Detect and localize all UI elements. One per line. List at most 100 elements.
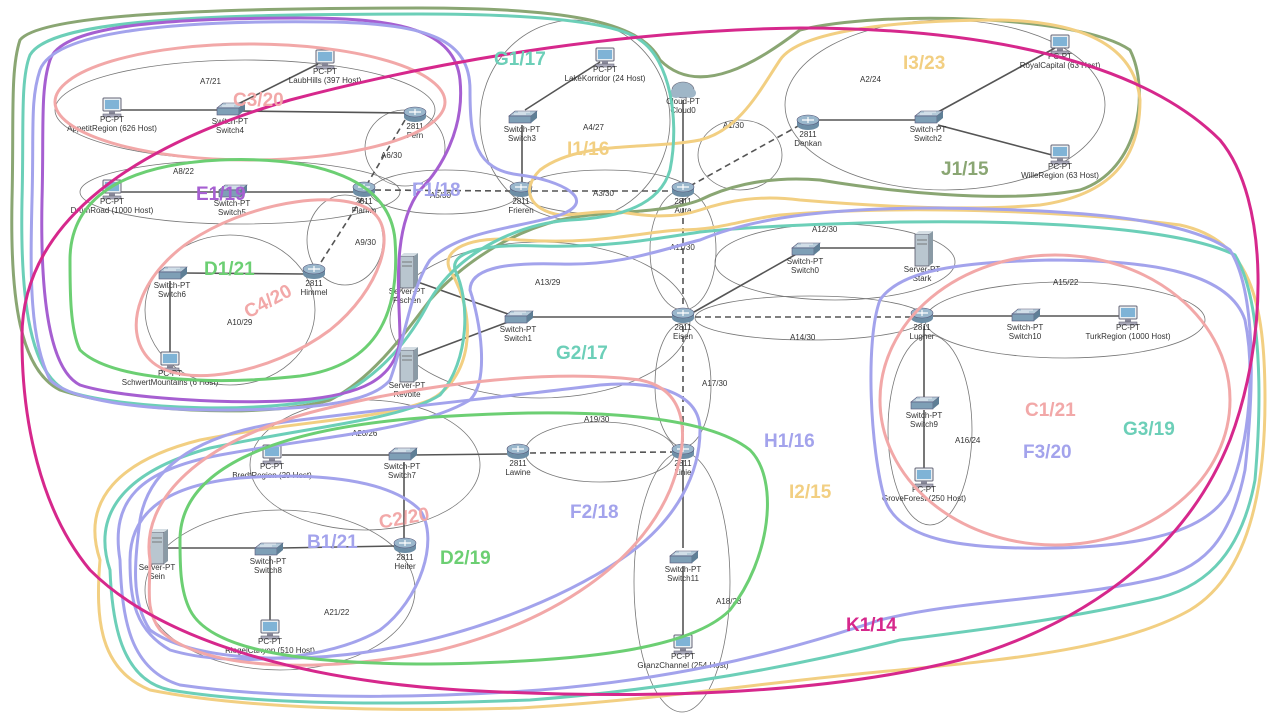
link-switch2-royal <box>937 47 1056 113</box>
device-name-label: Switch1 <box>504 334 533 343</box>
device-type-label: 2811 <box>674 197 692 206</box>
switch-icon <box>910 396 940 410</box>
switch-icon <box>254 542 284 556</box>
link-switch4-fern <box>237 110 406 114</box>
device-type-label: Switch-PT <box>504 125 541 134</box>
device-name-label: SchwertMountains (6 Host) <box>122 378 219 387</box>
group-outline-h1 <box>116 206 1253 698</box>
device-name-label: Aura <box>675 206 692 215</box>
link-switch8-heiter <box>279 545 397 549</box>
device-type-label: PC-PT <box>100 197 124 206</box>
area-a16 <box>887 334 973 526</box>
device-type-label: Switch-PT <box>500 325 537 334</box>
device-type-label: PC-PT <box>593 65 617 74</box>
subnet-label-a3: A3/30 <box>593 189 614 198</box>
link-laubhills-switch4 <box>237 63 319 105</box>
area-a13 <box>389 241 691 399</box>
link-aura-denkan <box>689 124 801 187</box>
device-name-label: Switch2 <box>914 134 943 143</box>
group-label-h1: H1/16 <box>764 431 815 452</box>
router-icon <box>671 181 695 198</box>
device-type-label: Server-PT <box>139 563 176 572</box>
group-outline-d1 <box>68 158 398 382</box>
link-himmel-switch6 <box>181 272 305 275</box>
device-type-label: Cloud-PT <box>666 97 700 106</box>
device-name-label: AppetitRegion (626 Host) <box>67 124 157 133</box>
switch-icon <box>791 242 821 256</box>
link-revolte-switch1 <box>411 321 509 359</box>
subnet-label-a5: A5/30 <box>430 191 451 200</box>
switch-icon <box>158 266 188 280</box>
switch-icon <box>1011 308 1041 322</box>
device-type-label: Server-PT <box>389 287 426 296</box>
server-icon <box>399 346 419 383</box>
switch-icon <box>914 110 944 124</box>
link-flamm-frieren <box>374 189 511 192</box>
device-name-label: Linie <box>675 468 692 477</box>
router-icon <box>393 537 417 554</box>
device-name-label: Flamm <box>352 206 377 215</box>
group-outline-i3 <box>528 18 1142 218</box>
link-fischen-switch1 <box>411 279 509 315</box>
subnet-label-a13: A13/29 <box>535 278 561 287</box>
subnet-label-a1: A1/30 <box>723 121 744 130</box>
link-eisen-switch0 <box>693 251 801 313</box>
subnet-label-a6: A6/30 <box>381 151 402 160</box>
subnet-label-a14: A14/30 <box>790 333 816 342</box>
group-label-f2: F2/18 <box>570 502 619 523</box>
device-type-label: 2811 <box>509 459 527 468</box>
device-name-label: Fern <box>407 131 423 140</box>
device-name-label: Stark <box>913 274 933 283</box>
device-type-label: 2811 <box>396 553 414 562</box>
device-type-label: Switch-PT <box>250 557 287 566</box>
group-label-j1: J1/15 <box>941 159 989 180</box>
link-lakekorridor-switch3 <box>524 61 601 111</box>
group-outline-f1 <box>29 20 578 412</box>
subnet-label-a18: A18/23 <box>716 597 742 606</box>
device-type-label: PC-PT <box>258 637 282 646</box>
link-switch2-wille <box>937 124 1053 156</box>
subnet-labels: A7/21 A6/30 A4/27 A2/24 A1/30 A8/22 A5/3… <box>173 75 1079 617</box>
device-type-label: PC-PT <box>1116 323 1140 332</box>
group-label-d1: D1/21 <box>204 259 255 280</box>
router-icon <box>671 307 695 324</box>
